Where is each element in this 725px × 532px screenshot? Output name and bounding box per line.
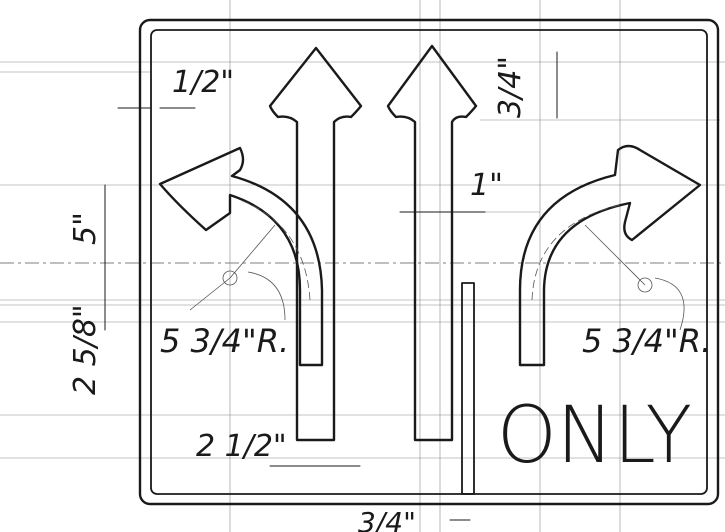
dim-shaft-gap: 1" [470, 168, 503, 203]
dim-border-margin: 1/2" [172, 65, 234, 100]
dim-turn-offset: 5" [68, 212, 103, 245]
dim-lower-offset: 2 5/8" [68, 304, 103, 395]
dim-shaft-width: 2 1/2" [196, 429, 287, 464]
straight-arrow-center [386, 44, 478, 442]
sign-legend-only: ONLY [497, 391, 692, 481]
dimension-lines [104, 51, 558, 521]
left-turn-arrow [158, 146, 324, 367]
dim-divider-width: 3/4" [358, 506, 416, 532]
radius-construction [189, 224, 685, 331]
dim-radius-right: 5 3/4"R. [582, 322, 711, 360]
dim-radius-left: 5 3/4"R. [160, 322, 289, 360]
sign-border [138, 18, 720, 506]
straight-arrow-left [268, 46, 363, 442]
divider-bar [461, 282, 475, 495]
dim-arrowhead-depth: 3/4" [493, 56, 528, 118]
right-turn-arrow [518, 144, 702, 367]
